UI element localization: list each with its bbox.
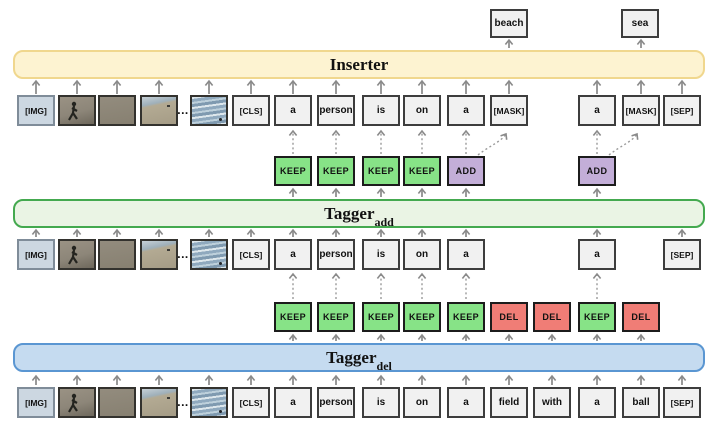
tagger-add-bar: Taggeradd [13,199,705,228]
row3-token: field [490,387,528,418]
add-tags-to-row1-dotted-arrows [288,129,639,156]
row1-token: a [578,95,616,126]
row3-token: a [447,387,485,418]
ellipsis-dots: ... [177,395,189,409]
sand-photo [98,387,136,418]
tag-del: DEL [490,302,528,332]
tag-keep: KEEP [274,302,312,332]
beach-shoreline-photo [140,387,178,418]
row2-token: person [317,239,355,270]
row3-token-sep: [SEP] [663,387,701,418]
tag-keep: KEEP [362,156,400,186]
row1-token: on [403,95,441,126]
sea-waves-photo [190,387,228,418]
row3-token: on [403,387,441,418]
tag-keep: KEEP [362,302,400,332]
row1-token-mask: [MASK] [490,95,528,126]
row1-token: a [447,95,485,126]
row2-token-img: [IMG] [17,239,55,270]
tag-keep: KEEP [317,302,355,332]
tagger-del-bar: Taggerdel [13,343,705,372]
row2-token: a [578,239,616,270]
row2-token: a [447,239,485,270]
sea-waves-photo [190,95,228,126]
tag-add: ADD [447,156,485,186]
row3-token: is [362,387,400,418]
tag-keep: KEEP [578,302,616,332]
row3-token-img: [IMG] [17,387,55,418]
row3-token: with [533,387,571,418]
tag-add: ADD [578,156,616,186]
person-walking-on-sand-photo [58,387,96,418]
row1-token: a [274,95,312,126]
row2-token: a [274,239,312,270]
beach-shoreline-photo [140,239,178,270]
row3-token-cls: [CLS] [232,387,270,418]
tag-keep: KEEP [274,156,312,186]
row2-token-cls: [CLS] [232,239,270,270]
prediction-box-sea: sea [621,9,659,38]
row3-to-tagger-del-arrows [31,374,687,385]
row3-token: ball [622,387,660,418]
row1-token-cls: [CLS] [232,95,270,126]
row1-to-inserter-arrows [31,79,687,94]
person-walking-on-sand-photo [58,95,96,126]
inserter-to-prediction-arrows [504,38,646,48]
row3-token: a [578,387,616,418]
row1-token-img: [IMG] [17,95,55,126]
ellipsis-dots: ... [177,103,189,117]
person-walking-on-sand-photo [58,239,96,270]
row1-token: is [362,95,400,126]
tag-keep: KEEP [447,302,485,332]
row2-token-sep: [SEP] [663,239,701,270]
tag-keep: KEEP [317,156,355,186]
tag-del: DEL [533,302,571,332]
inserter-bar: Inserter [13,50,705,79]
tagger-del-to-tags-arrows [288,333,646,341]
row1-token-mask: [MASK] [622,95,660,126]
row2-token: on [403,239,441,270]
row2-to-tagger-add-arrows [31,228,687,237]
prediction-box-beach: beach [490,9,528,38]
row3-token: a [274,387,312,418]
tagger-add-label: Taggeradd [324,203,394,229]
tag-keep: KEEP [403,302,441,332]
tagger-del-label: Taggerdel [326,347,392,373]
tagger-add-to-tags-arrows [288,187,602,197]
sand-photo [98,239,136,270]
tag-del: DEL [622,302,660,332]
sand-photo [98,95,136,126]
ellipsis-dots: ... [177,247,189,261]
del-tags-to-row2-dotted-arrows [288,272,602,299]
sea-waves-photo [190,239,228,270]
beach-shoreline-photo [140,95,178,126]
row1-token: person [317,95,355,126]
row2-token: is [362,239,400,270]
row1-token-sep: [SEP] [663,95,701,126]
row3-token: person [317,387,355,418]
tag-keep: KEEP [403,156,441,186]
inserter-label: Inserter [329,54,389,74]
